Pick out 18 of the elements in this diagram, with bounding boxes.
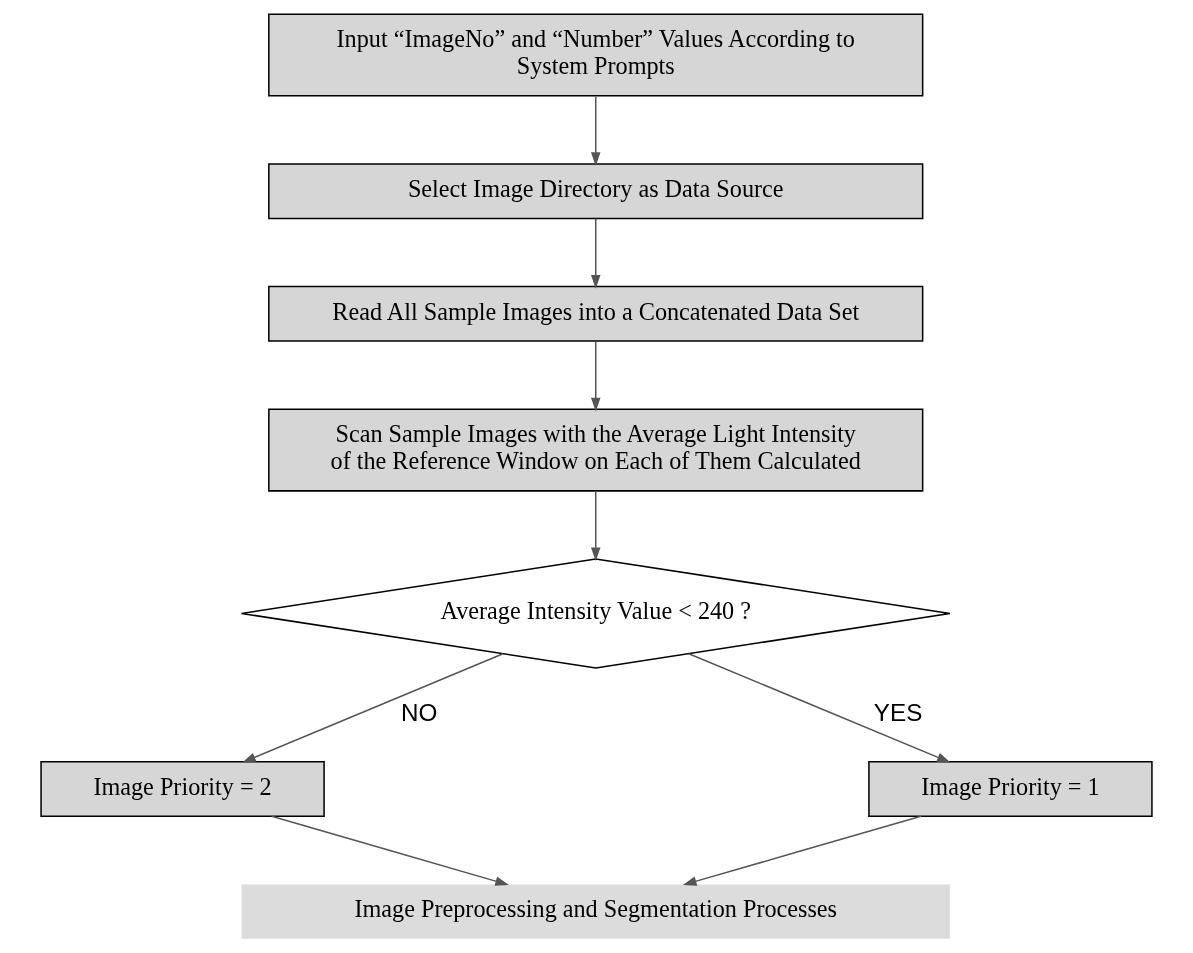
node-diamond: Average Intensity Value < 240 ? [240, 558, 951, 669]
arrow [242, 652, 504, 763]
edge-label: NO [400, 698, 438, 726]
node-box: Image Priority = 1 [868, 761, 1153, 818]
arrow [590, 490, 601, 562]
arrow [590, 340, 601, 412]
node-box: Input “ImageNo” and “Number” Values According to System Prompts [268, 13, 924, 97]
node-box: Image Priority = 2 [40, 761, 325, 818]
edge-label: YES [873, 698, 923, 726]
arrow [688, 652, 951, 763]
arrow [590, 217, 601, 289]
node-box: Image Preprocessing and Segmentation Processes [241, 884, 950, 939]
node-box: Read All Sample Images into a Concatenated Data Set [268, 285, 924, 342]
node-box: Select Image Directory as Data Source [268, 163, 924, 220]
arrow [270, 815, 509, 886]
node-box: Scan Sample Images with the Average Light Intensity of the Reference Window on Each of Them Calculated [268, 408, 924, 492]
arrow [682, 815, 922, 886]
arrow [590, 95, 601, 166]
